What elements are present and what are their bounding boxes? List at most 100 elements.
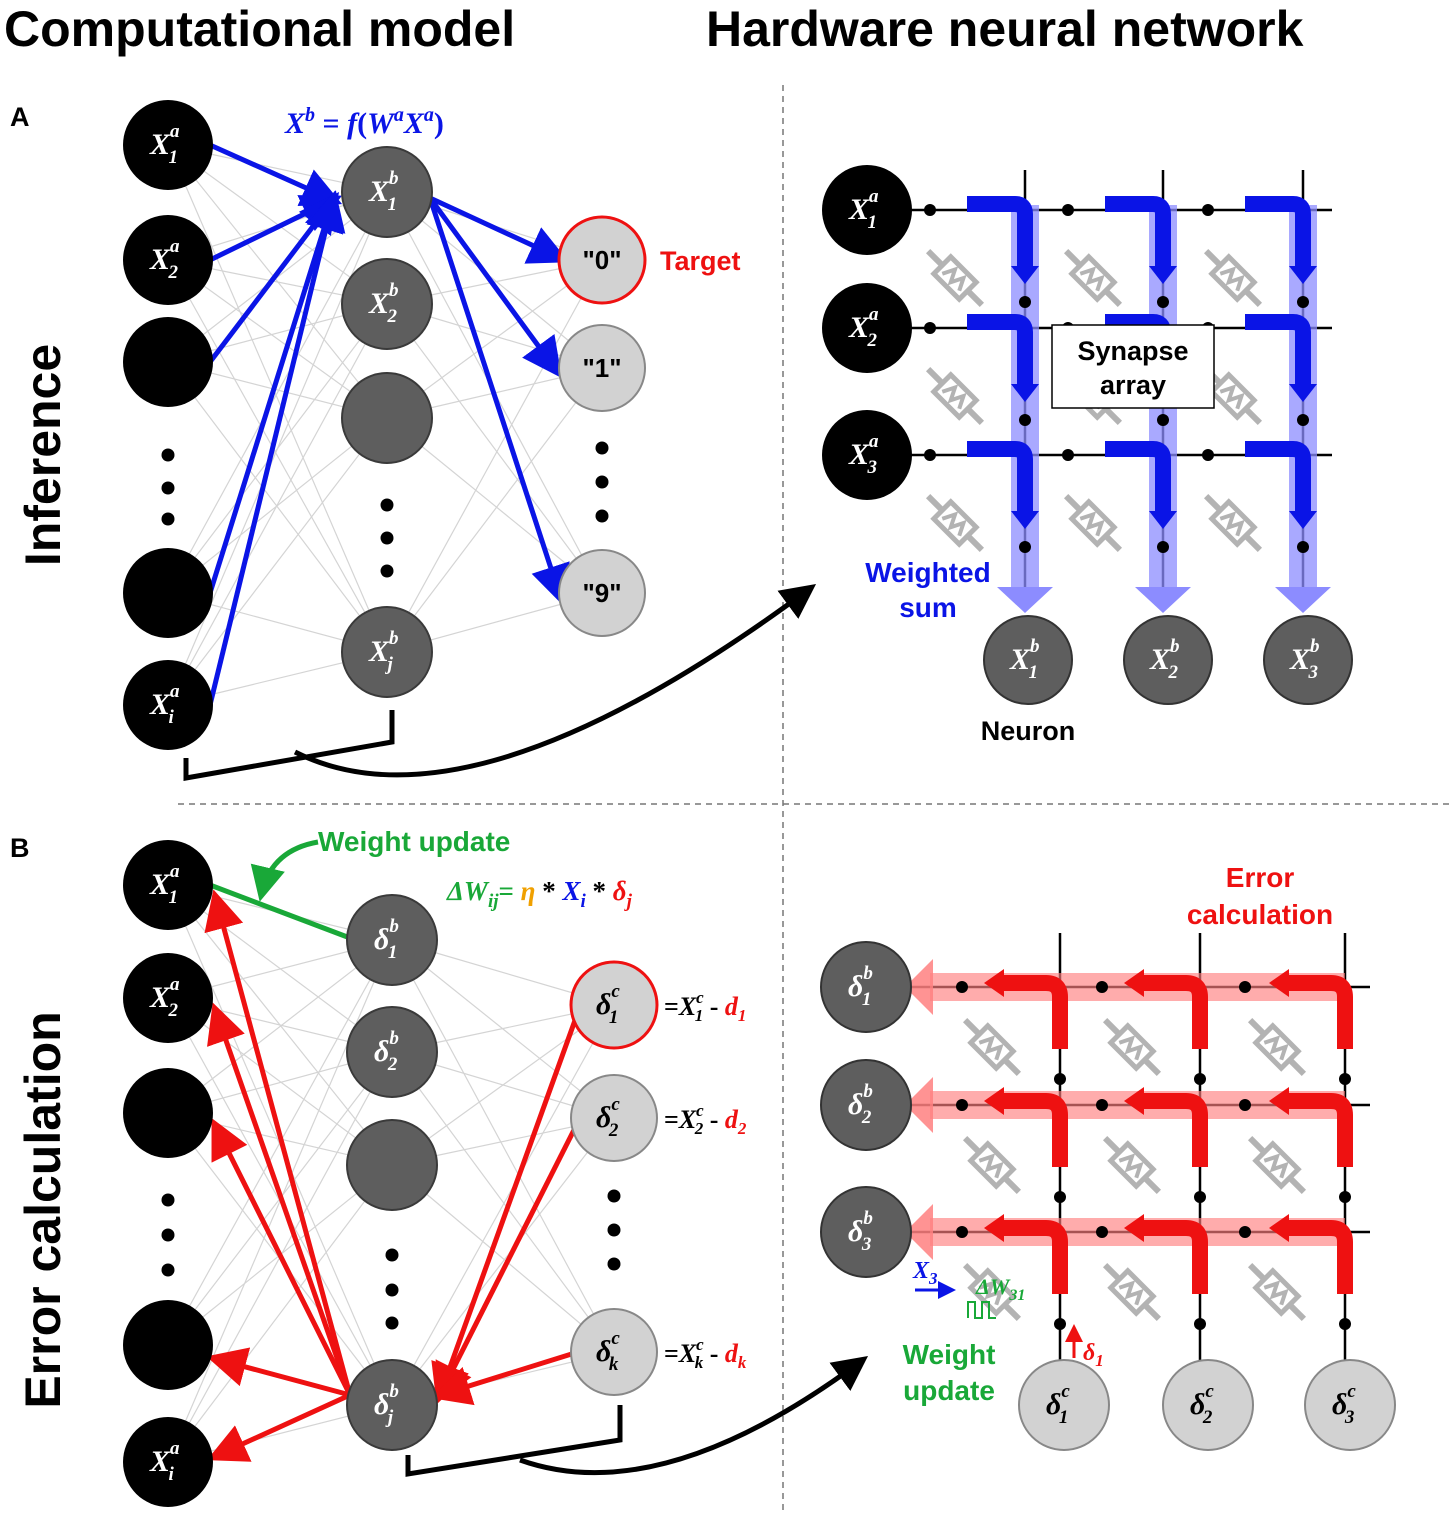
a-output-ellipsis-0 [595, 441, 609, 455]
b-hidden-node-2 [346, 1119, 438, 1211]
a-hw-synapse [1204, 494, 1262, 552]
b-hidden-ellipsis-2 [385, 1316, 399, 1330]
weighted-sum-label-line1: Weighted [865, 557, 990, 588]
a-hw-current-arrowhead [1011, 266, 1039, 284]
b-hw-synapse-lead-a [1248, 1136, 1267, 1155]
b-hw-synapse [1248, 1263, 1306, 1321]
a-hw-input-node-2 [822, 410, 912, 500]
b-hw-synapse-lead-a [1103, 1263, 1122, 1282]
a-forward-arrow [428, 195, 570, 264]
a-forward-arrow [207, 190, 344, 594]
b-input-node-0 [123, 840, 213, 930]
b-hw-error-arrowhead [1124, 969, 1144, 997]
a-hw-row-junction [1202, 449, 1214, 461]
header-hardware-neural-network: Hardware neural network [706, 1, 1304, 57]
a-input-node-1 [123, 215, 213, 305]
a-hw-synapse-lead-b [1103, 406, 1122, 425]
a-hw-current-arrow [1105, 196, 1171, 268]
b-hw-synapse-lead-a [963, 1136, 982, 1155]
a-hw-sum-arrowhead-0 [997, 587, 1053, 613]
a-hw-current-arrowhead [1011, 384, 1039, 402]
b-hw-synapse-zigzag [1118, 1153, 1144, 1179]
b-connection [391, 1051, 615, 1353]
b-connection [167, 997, 393, 1166]
b-hw-synapse-zigzag [978, 1035, 1004, 1061]
b-hw-synapse-zigzag [978, 1153, 1004, 1179]
a-link-arrow [293, 584, 817, 778]
b-input-node-4 [123, 1417, 213, 1507]
a-hw-synapse [1064, 494, 1122, 552]
a-hw-current-arrowhead [1149, 511, 1177, 529]
a-hw-neuron-node-1 [1123, 615, 1213, 705]
b-hw-synapse-lead-a [1103, 1018, 1122, 1037]
a-hw-synapse-lead-b [965, 406, 984, 425]
b-hw-error-arrow [1002, 1093, 1068, 1167]
a-hw-synapse-zigzag [941, 266, 967, 292]
a-hw-synapse-lead-a [926, 494, 945, 513]
b-hw-error-arrow [1002, 975, 1068, 1049]
b-hw-col-junction [1339, 1191, 1351, 1203]
delta1-annotation: δ1 [1083, 1340, 1104, 1370]
b-hw-error-arrow [1142, 1220, 1208, 1294]
a-hw-synapse-zigzag [1219, 511, 1245, 537]
a-hidden-ellipsis-0 [380, 498, 394, 512]
a-output-ellipsis-1 [595, 475, 609, 489]
a-input-ellipsis-1 [161, 481, 175, 495]
b-backprop-arrow [206, 1347, 351, 1398]
a-output-ellipsis-2 [595, 509, 609, 523]
b-hw-row-junction [956, 981, 968, 993]
b-hw-error-arrow [1287, 975, 1353, 1049]
a-connection [167, 361, 388, 653]
a-hw-synapse-lead-b [1243, 533, 1262, 552]
b-hw-hidden-node-1 [820, 1059, 912, 1151]
b-hw-error-arrowhead [1269, 969, 1289, 997]
a-hw-synapse-body [930, 371, 980, 421]
b-hidden-node-0 [346, 894, 438, 986]
a-hw-current-arrow [967, 314, 1033, 386]
b-input-ellipsis-2 [161, 1263, 175, 1277]
b-hw-error-arrowhead [1269, 1214, 1289, 1242]
b-backprop-arrow [211, 1118, 353, 1397]
a-hw-synapse-zigzag [1219, 266, 1245, 292]
a-connection [167, 144, 388, 653]
a-input-node-0 [123, 100, 213, 190]
b-hw-col-junction [1339, 1318, 1351, 1330]
a-hw-synapse-zigzag [941, 511, 967, 537]
a-hw-synapse-zigzag [941, 384, 967, 410]
b-output-node-2 [570, 1308, 658, 1396]
b-error-arrow [431, 1011, 581, 1405]
a-output-label-1: "1" [582, 353, 621, 383]
x3-annotation: X3 [912, 1258, 938, 1288]
a-hw-synapse-body [1068, 498, 1118, 548]
b-hw-error-arrowhead-0 [905, 959, 933, 1015]
a-connection [386, 191, 603, 369]
a-hw-row-junction [1202, 204, 1214, 216]
a-input-node-2 [123, 317, 213, 407]
a-hw-synapse-lead-b [1243, 406, 1262, 425]
equation-forward: Xb = f(WaXa) [284, 104, 444, 140]
b-hw-synapse [1103, 1136, 1161, 1194]
b-connection [167, 1164, 393, 1463]
b-output-node-0 [569, 960, 659, 1050]
b-hw-synapse [963, 1263, 1021, 1321]
a-hw-current-arrowhead [1011, 511, 1039, 529]
b-hw-error-arrow [1002, 1220, 1068, 1294]
b-hw-hidden-node-0 [820, 941, 912, 1033]
a-hw-col-junction [1297, 296, 1309, 308]
a-connection [386, 367, 603, 653]
